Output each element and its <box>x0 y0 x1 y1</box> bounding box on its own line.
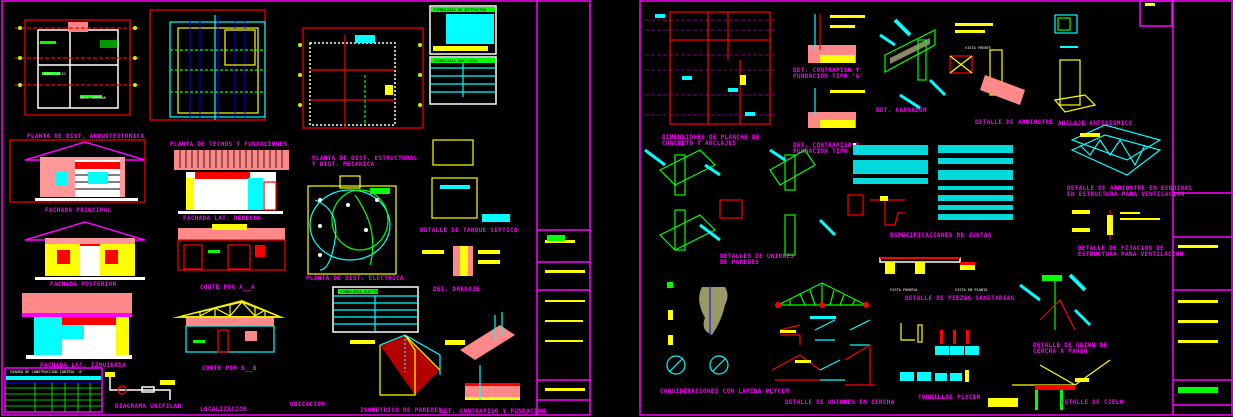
table-sanitaria: SIMBOLOGIA SANITARIA <box>429 56 497 105</box>
drawing-title: DETALLE DE ARRIOSTRE EN ESQUINAS <box>1067 185 1192 192</box>
room-label: SALA-COMEDOR <box>80 96 107 100</box>
drawing-title: UBICACION <box>290 401 325 408</box>
bracing-detail[interactable]: VISTA FRENTE <box>949 23 1025 105</box>
foundation-detail-type-b[interactable] <box>808 88 865 128</box>
drawing-title: FACHADA POSTERIOR <box>50 281 117 288</box>
drawing-title: DET. CARGADOR <box>876 107 927 114</box>
drawing-title: CERCHA A PARED <box>1033 348 1088 355</box>
drawing-title: DETALLE DE ARRIOSTRE <box>975 119 1053 126</box>
drawing-title: PLANTA DE DIST. ARQUITECTONICA <box>27 133 144 140</box>
foundation-detail-type-a[interactable] <box>808 14 865 63</box>
sheet-1-frame <box>1 0 591 416</box>
floor-slab-detail[interactable] <box>460 312 520 400</box>
plycem-considerations[interactable] <box>666 282 729 375</box>
seismic-anchor[interactable] <box>1053 14 1097 113</box>
drawing-title: ESPECIFICACIONES DE JUNTAS <box>890 232 992 239</box>
ceiling-detail[interactable] <box>988 359 1111 410</box>
sanitary-pieces-detail[interactable]: VISTA FRONTAL VISTA EN PLANTA <box>879 257 988 292</box>
elevation-left[interactable] <box>22 293 132 359</box>
drawing-title: FACHADA PRINCIPAL <box>45 207 112 214</box>
drawing-title: DIAGRAMA UNIFILAR <box>115 403 182 410</box>
drawing-title: DETALLE DE UNIONES EN CERCHA <box>785 399 895 406</box>
drawing-title: EN ESTRUCTURA PARA VENTILACION <box>1067 191 1184 198</box>
view-label: VISTA EN PLANTA <box>955 288 988 292</box>
drawing-title: DETALLE DE PIEZAS SANITARIAS <box>905 295 1015 302</box>
elevation-right[interactable] <box>174 150 289 214</box>
drawing-title: DETALLES DE UNIONES <box>720 253 794 260</box>
ventilation-fixing-detail[interactable] <box>1072 210 1160 240</box>
floor-plan-architectural[interactable]: SALA-COMEDOR DORMITORIO <box>15 19 140 116</box>
table-title: SIMBOLOGIA ELECTRICA <box>340 290 384 294</box>
floor-plan-electrical[interactable] <box>307 175 397 275</box>
drainage-detail[interactable] <box>422 246 500 276</box>
drawing-title: CONCRETO Y ANCLAJES <box>662 140 736 147</box>
plycem-screws[interactable] <box>900 323 979 382</box>
drawing-title: DET. CONTRAPISO Y FUNDACION <box>440 408 546 415</box>
joints-detail[interactable] <box>870 196 905 226</box>
sheet-1: SALA-COMEDOR DORMITORIO PLANTA DE DIST. … <box>1 0 591 416</box>
single-line-diagram[interactable] <box>105 372 175 400</box>
sheet-2-frame <box>639 0 1233 416</box>
drawing-title: DET. DRENAJE <box>433 286 480 293</box>
drawing-title: LOCALIZACION <box>200 406 247 413</box>
wall-joints-detail[interactable] <box>644 148 864 256</box>
table-artefactos: SIMBOLOGIA DE ARTEFACTOS <box>429 5 497 55</box>
drawing-title: ESTRUCTURA PARA VENTILACION <box>1078 251 1184 258</box>
table-title: CUADRO DE CONSTRUCCION CONTROL 'A' <box>10 370 84 374</box>
drawing-title: ANCLAJE ANTISISMICO <box>1058 120 1132 127</box>
drawing-title: DE PAREDES <box>720 259 759 266</box>
drawing-title: DET. CONTRAPISO Y <box>793 142 860 149</box>
room-label: DORMITORIO <box>44 72 66 76</box>
section-b-b[interactable] <box>172 300 285 353</box>
concrete-slab-plan[interactable] <box>645 11 775 125</box>
drawing-title: DETALLE DE CIELO <box>1061 399 1124 406</box>
elevation-front[interactable] <box>9 139 146 203</box>
drawing-title: CORTE POR B__B <box>202 365 257 372</box>
view-label: VISTA FRONTAL <box>890 288 918 292</box>
drawing-title: FUNDACION TIPO 'A' <box>793 73 863 80</box>
truss-joints-detail[interactable] <box>771 282 875 386</box>
drawing-title: CONSIDERACIONES CON LAMINA PLYCEM <box>660 388 789 395</box>
drawing-title: FUNDACION TIPO 'B' <box>793 148 863 155</box>
drawing-title: DETALLE DE TANQUE SEPTICO <box>420 227 518 234</box>
drawing-title: PLANTA DE DIST. ESTRUCTURAL <box>312 155 418 162</box>
title-block-2 <box>1139 0 1233 406</box>
table-cuadro: CUADRO DE CONSTRUCCION CONTROL 'A' <box>4 367 103 413</box>
section-a-a[interactable] <box>177 224 286 271</box>
drawing-title: DETALLE DE UNION DE <box>1033 342 1107 349</box>
drawing-title: Y DIST. MECANICA <box>312 161 375 168</box>
wall-isometric[interactable] <box>350 334 465 396</box>
drawing-title: PLANTA DE DIST. ELECTRICA <box>306 275 404 282</box>
drawing-title: DIMENSIONES DE PLANCHE DE <box>662 134 760 141</box>
drawing-title: FACHADA LAT. DERECHA <box>183 215 261 222</box>
elevation-rear[interactable] <box>24 221 146 280</box>
sheet-2: DIMENSIONES DE PLANCHE DE CONCRETO Y ANC… <box>639 0 1233 416</box>
drawing-title: CORTE POR A__A <box>200 284 255 291</box>
drawing-title: PLANTA DE TECHOS Y FUNDACIONES <box>170 141 287 148</box>
table-title: SIMBOLOGIA DE ARTEFACTOS <box>434 8 486 12</box>
title-block-1 <box>537 229 590 401</box>
roof-plan[interactable] <box>149 9 266 121</box>
corner-bracing-ventilation[interactable] <box>1070 124 1162 176</box>
floor-plan-structural[interactable] <box>298 27 424 129</box>
table-title: SIMBOLOGIA SANITARIA <box>434 59 478 63</box>
drawing-title: DETALLE DE FIJACION DE <box>1078 245 1164 252</box>
drawing-title: ISOMETRICO DE PAREDES <box>360 407 442 414</box>
view-label: VISTA FRENTE <box>965 46 991 50</box>
beam-detail[interactable] <box>879 18 947 110</box>
drawing-title: TORNILLOS PLYCEM <box>918 394 981 401</box>
table-electrica: SIMBOLOGIA ELECTRICA <box>332 286 419 333</box>
drawing-title: DET. CONTRAPISO Y <box>793 67 860 74</box>
specifications-notes <box>853 143 1013 220</box>
truss-wall-joint-detail[interactable] <box>1019 273 1092 331</box>
drawing-title: FACHADA LAT. IZQUIERDA <box>40 362 126 369</box>
septic-tank-detail[interactable] <box>431 139 510 222</box>
